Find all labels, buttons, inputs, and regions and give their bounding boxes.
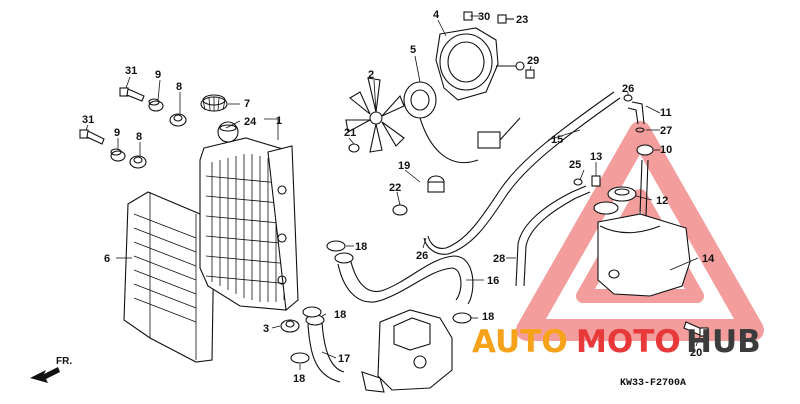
callout-9-upper: 9 bbox=[155, 69, 161, 81]
bolt-31-lower bbox=[79, 129, 105, 145]
fan-motor bbox=[403, 61, 525, 164]
callout-29: 29 bbox=[527, 55, 539, 67]
clamp-18-c bbox=[452, 312, 472, 324]
clamp-18-b bbox=[302, 306, 322, 318]
callout-18-d: 18 bbox=[293, 373, 305, 385]
callout-13: 13 bbox=[590, 151, 602, 163]
callout-17: 17 bbox=[338, 353, 350, 365]
callout-18-a: 18 bbox=[355, 241, 367, 253]
watermark-text-hub: HUB bbox=[686, 324, 761, 360]
callout-20: 20 bbox=[690, 347, 702, 359]
callout-11: 11 bbox=[660, 107, 672, 119]
callout-25: 25 bbox=[569, 159, 581, 171]
clip-25 bbox=[573, 178, 583, 186]
front-label: FR. bbox=[56, 356, 72, 367]
callout-26-lower: 26 bbox=[416, 250, 428, 262]
collar-9-upper bbox=[148, 98, 164, 112]
fan-blade bbox=[345, 77, 405, 153]
callout-1: 1 bbox=[276, 115, 282, 127]
thermo-switch bbox=[392, 175, 445, 216]
bolt-31-upper bbox=[119, 87, 145, 102]
bolt-13 bbox=[591, 175, 601, 187]
front-arrow: FR. bbox=[30, 356, 72, 383]
watermark-text: AUTO MOTO HUB bbox=[472, 324, 761, 360]
grommet-8-lower bbox=[129, 155, 147, 169]
callout-3: 3 bbox=[263, 323, 269, 335]
callout-8-lower: 8 bbox=[136, 131, 142, 143]
water-hose-17 bbox=[305, 314, 345, 383]
radiator-shroud bbox=[123, 191, 215, 363]
water-hose-16 bbox=[334, 252, 474, 305]
callout-12: 12 bbox=[656, 195, 668, 207]
callout-19: 19 bbox=[398, 160, 410, 172]
callout-30: 30 bbox=[478, 11, 490, 23]
watermark-text-auto: AUTO bbox=[472, 324, 568, 360]
siphon-tube bbox=[423, 91, 621, 255]
reserve-tank bbox=[593, 144, 691, 297]
radiator bbox=[199, 121, 299, 312]
callout-22: 22 bbox=[389, 182, 401, 194]
grommet-3 bbox=[280, 319, 300, 333]
callout-7: 7 bbox=[244, 98, 250, 110]
collar-9-lower bbox=[110, 148, 126, 162]
callout-31-upper: 31 bbox=[125, 65, 137, 77]
callout-6: 6 bbox=[104, 253, 110, 265]
callout-14: 14 bbox=[702, 253, 715, 265]
overflow-tube bbox=[515, 185, 591, 287]
leader-lines bbox=[85, 15, 701, 370]
callout-15: 15 bbox=[551, 134, 563, 146]
callout-10: 10 bbox=[660, 144, 672, 156]
callout-27: 27 bbox=[660, 125, 672, 137]
nut-21 bbox=[348, 143, 360, 153]
callout-labels: 31 9 8 7 24 1 31 9 8 6 2 5 4 30 23 29 21… bbox=[82, 9, 715, 385]
callout-24: 24 bbox=[244, 116, 257, 128]
clamp-18-d bbox=[290, 352, 310, 364]
callout-2: 2 bbox=[368, 69, 374, 81]
callout-26-upper: 26 bbox=[622, 83, 634, 95]
callout-16: 16 bbox=[487, 275, 499, 287]
callout-9-lower: 9 bbox=[114, 127, 120, 139]
callout-18-c: 18 bbox=[482, 311, 494, 323]
callout-31-lower: 31 bbox=[82, 114, 94, 126]
callout-28: 28 bbox=[493, 253, 505, 265]
water-pump-housing bbox=[361, 309, 453, 393]
grommet-8-upper bbox=[169, 113, 187, 127]
callout-21: 21 bbox=[344, 127, 356, 139]
callout-23: 23 bbox=[516, 14, 528, 26]
callout-4: 4 bbox=[433, 9, 440, 21]
watermark-text-moto: MOTO bbox=[576, 324, 681, 360]
callout-5: 5 bbox=[410, 44, 416, 56]
clamp-18-a bbox=[326, 240, 346, 252]
diagram-code: KW33-F2700A bbox=[620, 378, 686, 389]
callout-8-upper: 8 bbox=[176, 81, 182, 93]
bolt-20 bbox=[683, 321, 709, 337]
fan-shroud bbox=[435, 27, 499, 101]
bolt-29 bbox=[525, 69, 535, 79]
callout-18-b: 18 bbox=[334, 309, 346, 321]
radiator-cap bbox=[200, 94, 228, 112]
